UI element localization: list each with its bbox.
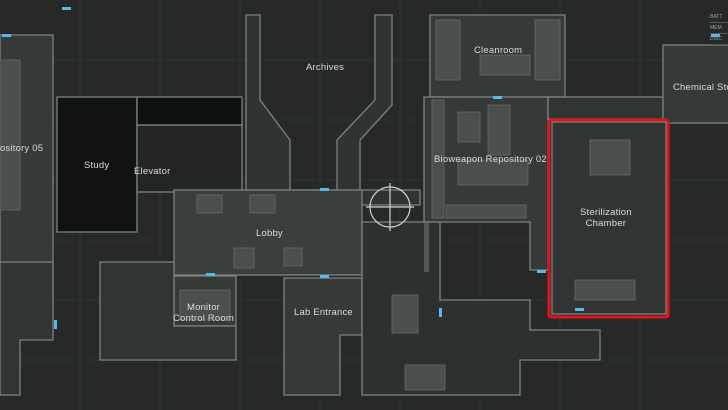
hud-panel: BATT MEM DISC [710, 12, 728, 45]
light-beam [424, 222, 429, 272]
objective-highlight [547, 118, 670, 319]
label-lobby: Lobby [256, 228, 283, 239]
map-details [0, 19, 636, 391]
room-lab-entrance[interactable] [283, 277, 363, 396]
label-archives: Archives [306, 62, 345, 73]
corridor-bottom-middle [361, 221, 601, 396]
room-elevator[interactable] [136, 124, 243, 193]
label-bioweapon-repository-02: Bioweapon Repository 02 [434, 154, 547, 165]
label-sterilization-chamber: Sterilization Chamber [580, 207, 632, 229]
label-monitor-control-room: Monitor Control Room [173, 302, 235, 324]
label-elevator: Elevator [134, 166, 171, 177]
hud-item: DISC [710, 34, 728, 45]
corridor-right [547, 96, 669, 120]
corridor-lower-left [99, 261, 237, 361]
label-cleanroom: Cleanroom [474, 45, 523, 56]
player-marker [366, 183, 414, 231]
hud-item: MEM [710, 23, 728, 34]
label-chemical-storage: Chemical Sto [673, 82, 728, 93]
corridor-left-lower [0, 261, 54, 396]
room-chemical-storage[interactable] [662, 44, 728, 124]
room-archives[interactable] [245, 14, 421, 206]
doors [2, 7, 720, 329]
label-repository-05: ository 05 [0, 143, 44, 154]
label-lab-entrance: Lab Entrance [294, 307, 353, 318]
hud-item: BATT [710, 12, 728, 23]
room-study[interactable] [56, 96, 138, 233]
label-study: Study [84, 160, 110, 171]
